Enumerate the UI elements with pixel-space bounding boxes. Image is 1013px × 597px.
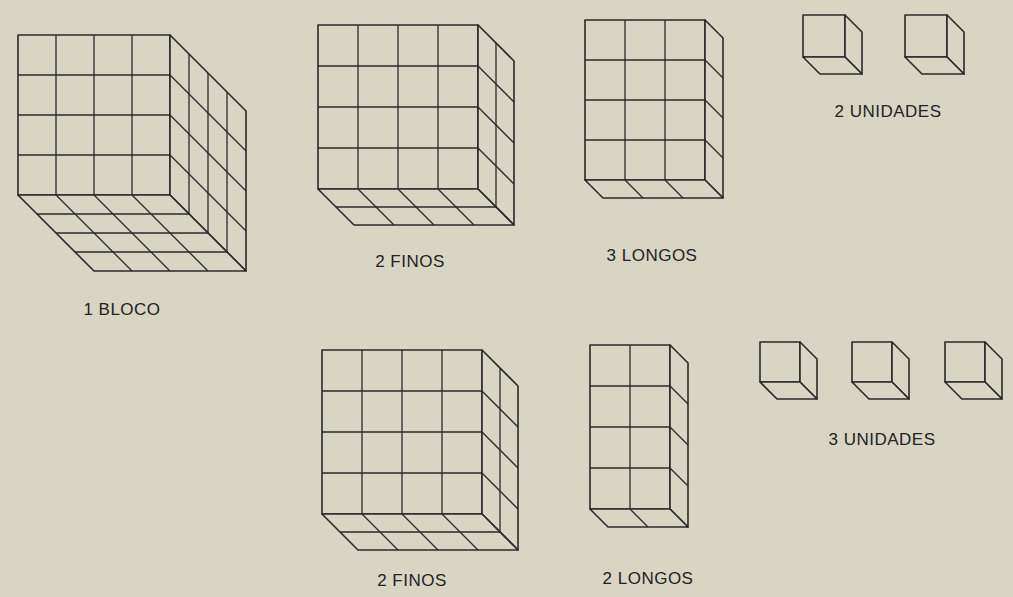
block-face bbox=[803, 57, 862, 74]
unit-cube bbox=[905, 15, 964, 74]
figure-label: 2 FINOS bbox=[375, 252, 445, 272]
figure-label: 2 FINOS bbox=[377, 571, 447, 591]
block-figure bbox=[18, 35, 246, 271]
grid-line bbox=[482, 391, 518, 427]
grid-line bbox=[482, 473, 518, 509]
block-face bbox=[760, 342, 800, 382]
figure-label: 2 LONGOS bbox=[603, 569, 694, 589]
unit-cube bbox=[945, 342, 1002, 399]
grid-line bbox=[336, 206, 496, 207]
block-face bbox=[18, 35, 170, 195]
grid-line bbox=[670, 386, 688, 404]
block-face bbox=[705, 20, 723, 198]
grid-line bbox=[478, 148, 514, 184]
unit-cube bbox=[803, 15, 862, 74]
unit-cube bbox=[760, 342, 817, 399]
block-face bbox=[760, 382, 817, 399]
grid-line bbox=[37, 213, 189, 214]
block-face bbox=[905, 15, 947, 57]
block-face bbox=[905, 57, 964, 74]
figure-label: 3 UNIDADES bbox=[828, 430, 935, 450]
block-face bbox=[852, 382, 909, 399]
flat-figure bbox=[318, 25, 514, 225]
block-face bbox=[585, 180, 723, 198]
grid-line bbox=[170, 115, 246, 191]
grid-line bbox=[170, 75, 246, 151]
grid-line bbox=[170, 155, 246, 231]
block-face bbox=[322, 350, 482, 514]
grid-line bbox=[670, 427, 688, 445]
block-face bbox=[670, 345, 688, 527]
block-face bbox=[590, 509, 688, 527]
grid-line bbox=[322, 431, 482, 432]
block-face bbox=[852, 342, 892, 382]
flat-figure bbox=[322, 350, 518, 550]
grid-line bbox=[670, 468, 688, 486]
grid-line bbox=[318, 65, 478, 66]
block-face bbox=[945, 342, 985, 382]
grid-line bbox=[340, 531, 500, 532]
grid-line bbox=[590, 467, 670, 468]
grid-line bbox=[625, 180, 643, 198]
grid-line bbox=[75, 251, 227, 252]
long-figure bbox=[585, 20, 723, 198]
grid-line bbox=[630, 509, 648, 527]
figure-label: 2 UNIDADES bbox=[834, 102, 941, 122]
grid-line bbox=[665, 180, 683, 198]
grid-line bbox=[585, 59, 705, 60]
grid-line bbox=[478, 66, 514, 102]
grid-line bbox=[482, 432, 518, 468]
grid-line bbox=[318, 106, 478, 107]
long-figure bbox=[590, 345, 688, 527]
grid-line bbox=[705, 100, 723, 118]
block-face bbox=[318, 189, 514, 225]
grid-line bbox=[585, 139, 705, 140]
grid-line bbox=[478, 107, 514, 143]
grid-line bbox=[590, 385, 670, 386]
block-face bbox=[945, 382, 1002, 399]
block-face bbox=[18, 195, 246, 271]
grid-line bbox=[18, 154, 170, 155]
block-face bbox=[318, 25, 478, 189]
grid-line bbox=[590, 426, 670, 427]
block-face bbox=[590, 345, 670, 509]
block-face bbox=[585, 20, 705, 180]
grid-line bbox=[318, 147, 478, 148]
figure-label: 1 BLOCO bbox=[83, 300, 160, 320]
grid-line bbox=[705, 60, 723, 78]
grid-line bbox=[322, 390, 482, 391]
grid-line bbox=[322, 472, 482, 473]
unit-cube bbox=[852, 342, 909, 399]
grid-line bbox=[56, 232, 208, 233]
grid-line bbox=[585, 99, 705, 100]
grid-line bbox=[705, 140, 723, 158]
block-face bbox=[803, 15, 845, 57]
block-face bbox=[322, 514, 518, 550]
grid-line bbox=[18, 74, 170, 75]
figure-label: 3 LONGOS bbox=[607, 246, 698, 266]
grid-line bbox=[18, 114, 170, 115]
